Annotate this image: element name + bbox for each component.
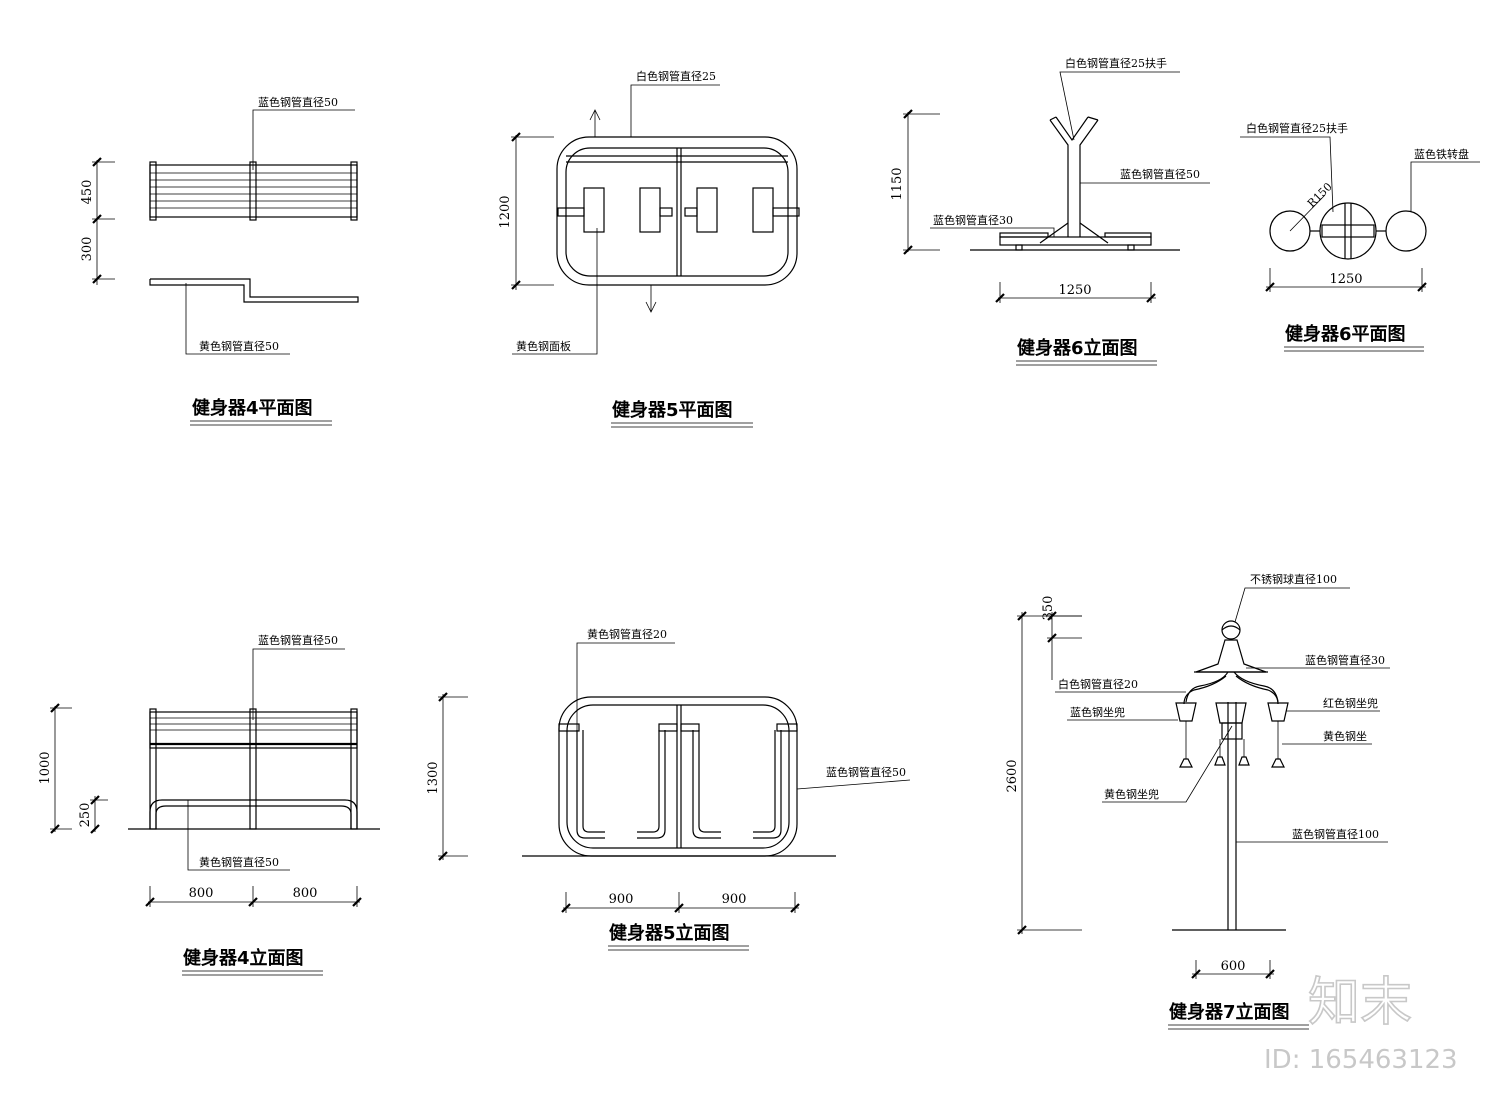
- eq6-plan-view: R150 1250 白色钢管直径25扶手 蓝色铁转盘 健身器6平面图: [1240, 121, 1480, 352]
- eq7-elev-label-red-seat: 红色钢坐兜: [1323, 696, 1378, 710]
- eq6-elev-title: 健身器6立面图: [1017, 337, 1138, 359]
- eq5-elev-title: 健身器5立面图: [609, 922, 730, 944]
- eq6-plan-label-r150: R150: [1305, 180, 1335, 210]
- eq7-elev-dim-2600: 2600: [1005, 759, 1020, 792]
- eq6-elev-dim-1250: 1250: [1058, 283, 1091, 298]
- eq7-elev-label-blue-seat: 蓝色钢坐兜: [1070, 705, 1125, 719]
- watermark-id: ID: 165463123: [1264, 1045, 1458, 1075]
- eq4-elev-label-blue-pipe: 蓝色钢管直径50: [258, 633, 338, 647]
- eq5-elev-dim-900-right: 900: [722, 892, 747, 907]
- eq5-elevation-view: 1300 900 900 黄色钢管直径20 蓝色钢管直径50 健身器5立面图: [426, 627, 911, 951]
- eq5-plan-label-yellow-panel: 黄色钢面板: [516, 339, 571, 353]
- eq7-elev-dim-600: 600: [1221, 959, 1246, 974]
- eq4-plan-label-yellow-pipe: 黄色钢管直径50: [199, 339, 279, 353]
- eq6-plan-dim-1250: 1250: [1329, 272, 1362, 287]
- eq4-plan-dim-300: 300: [80, 237, 95, 262]
- eq7-elev-label-blue-pipe-100: 蓝色钢管直径100: [1292, 827, 1379, 841]
- eq4-plan-dim-450: 450: [80, 180, 95, 205]
- eq4-elev-dim-250: 250: [78, 803, 93, 828]
- eq4-elev-label-yellow-pipe: 黄色钢管直径50: [199, 855, 279, 869]
- eq4-plan-view: 450 300 蓝色钢管直径50 黄色钢管直径50 健身器4平面图: [80, 95, 359, 426]
- watermark: 知末 ID: 165463123: [1264, 972, 1458, 1075]
- eq5-plan-label-white-pipe: 白色钢管直径25: [636, 69, 716, 83]
- eq4-plan-label-blue-pipe: 蓝色钢管直径50: [258, 95, 338, 109]
- eq6-elev-dim-1150: 1150: [890, 167, 905, 200]
- eq5-elev-label-blue-pipe: 蓝色钢管直径50: [826, 765, 906, 779]
- eq4-elev-title: 健身器4立面图: [183, 947, 304, 969]
- eq5-plan-title: 健身器5平面图: [612, 399, 733, 421]
- eq7-elev-label-yellow-seat-bucket: 黄色钢坐兜: [1104, 787, 1159, 801]
- eq6-plan-title: 健身器6平面图: [1285, 323, 1406, 345]
- eq6-plan-label-blue-turntable: 蓝色铁转盘: [1414, 147, 1469, 161]
- eq7-elev-title: 健身器7立面图: [1169, 1001, 1290, 1023]
- eq4-elev-dim-800-right: 800: [293, 886, 318, 901]
- eq7-elev-dim-350: 350: [1041, 596, 1056, 621]
- eq5-plan-view: 1200 白色钢管直径25 黄色钢面板 健身器5平面图: [498, 69, 800, 428]
- eq7-elev-label-blue-pipe-30: 蓝色钢管直径30: [1305, 653, 1385, 667]
- eq7-elev-label-white-pipe-20: 白色钢管直径20: [1058, 677, 1138, 691]
- watermark-brand: 知末: [1308, 973, 1412, 1033]
- eq4-plan-title: 健身器4平面图: [192, 397, 313, 419]
- eq5-elev-label-yellow-pipe: 黄色钢管直径20: [587, 627, 667, 641]
- eq6-plan-label-white-handle: 白色钢管直径25扶手: [1246, 121, 1348, 135]
- eq5-plan-dim-1200: 1200: [498, 195, 513, 228]
- eq7-elevation-view: 350 2600 600 不锈钢球直径100 蓝色钢管直径30 白色钢管直径20…: [1005, 572, 1390, 1030]
- eq4-elev-dim-800-left: 800: [189, 886, 214, 901]
- eq7-elev-label-yellow-seat: 黄色钢坐: [1323, 729, 1367, 743]
- eq4-elev-dim-1000: 1000: [38, 751, 53, 784]
- eq4-elevation-view: 1000 250 800 800 蓝色钢管直径50 黄色钢管直径50 健身器4立…: [38, 633, 380, 976]
- eq6-elev-label-blue-pipe-50: 蓝色钢管直径50: [1120, 167, 1200, 181]
- eq5-elev-dim-1300: 1300: [426, 761, 441, 794]
- eq6-elev-label-white-handle: 白色钢管直径25扶手: [1065, 56, 1167, 70]
- eq6-elevation-view: 1150 1250 白色钢管直径25扶手 蓝色钢管直径50 蓝色钢管直径30 健…: [890, 56, 1210, 366]
- eq7-elev-label-steel-ball: 不锈钢球直径100: [1250, 572, 1337, 586]
- eq5-elev-dim-900-left: 900: [609, 892, 634, 907]
- eq6-elev-label-blue-pipe-30: 蓝色钢管直径30: [933, 213, 1013, 227]
